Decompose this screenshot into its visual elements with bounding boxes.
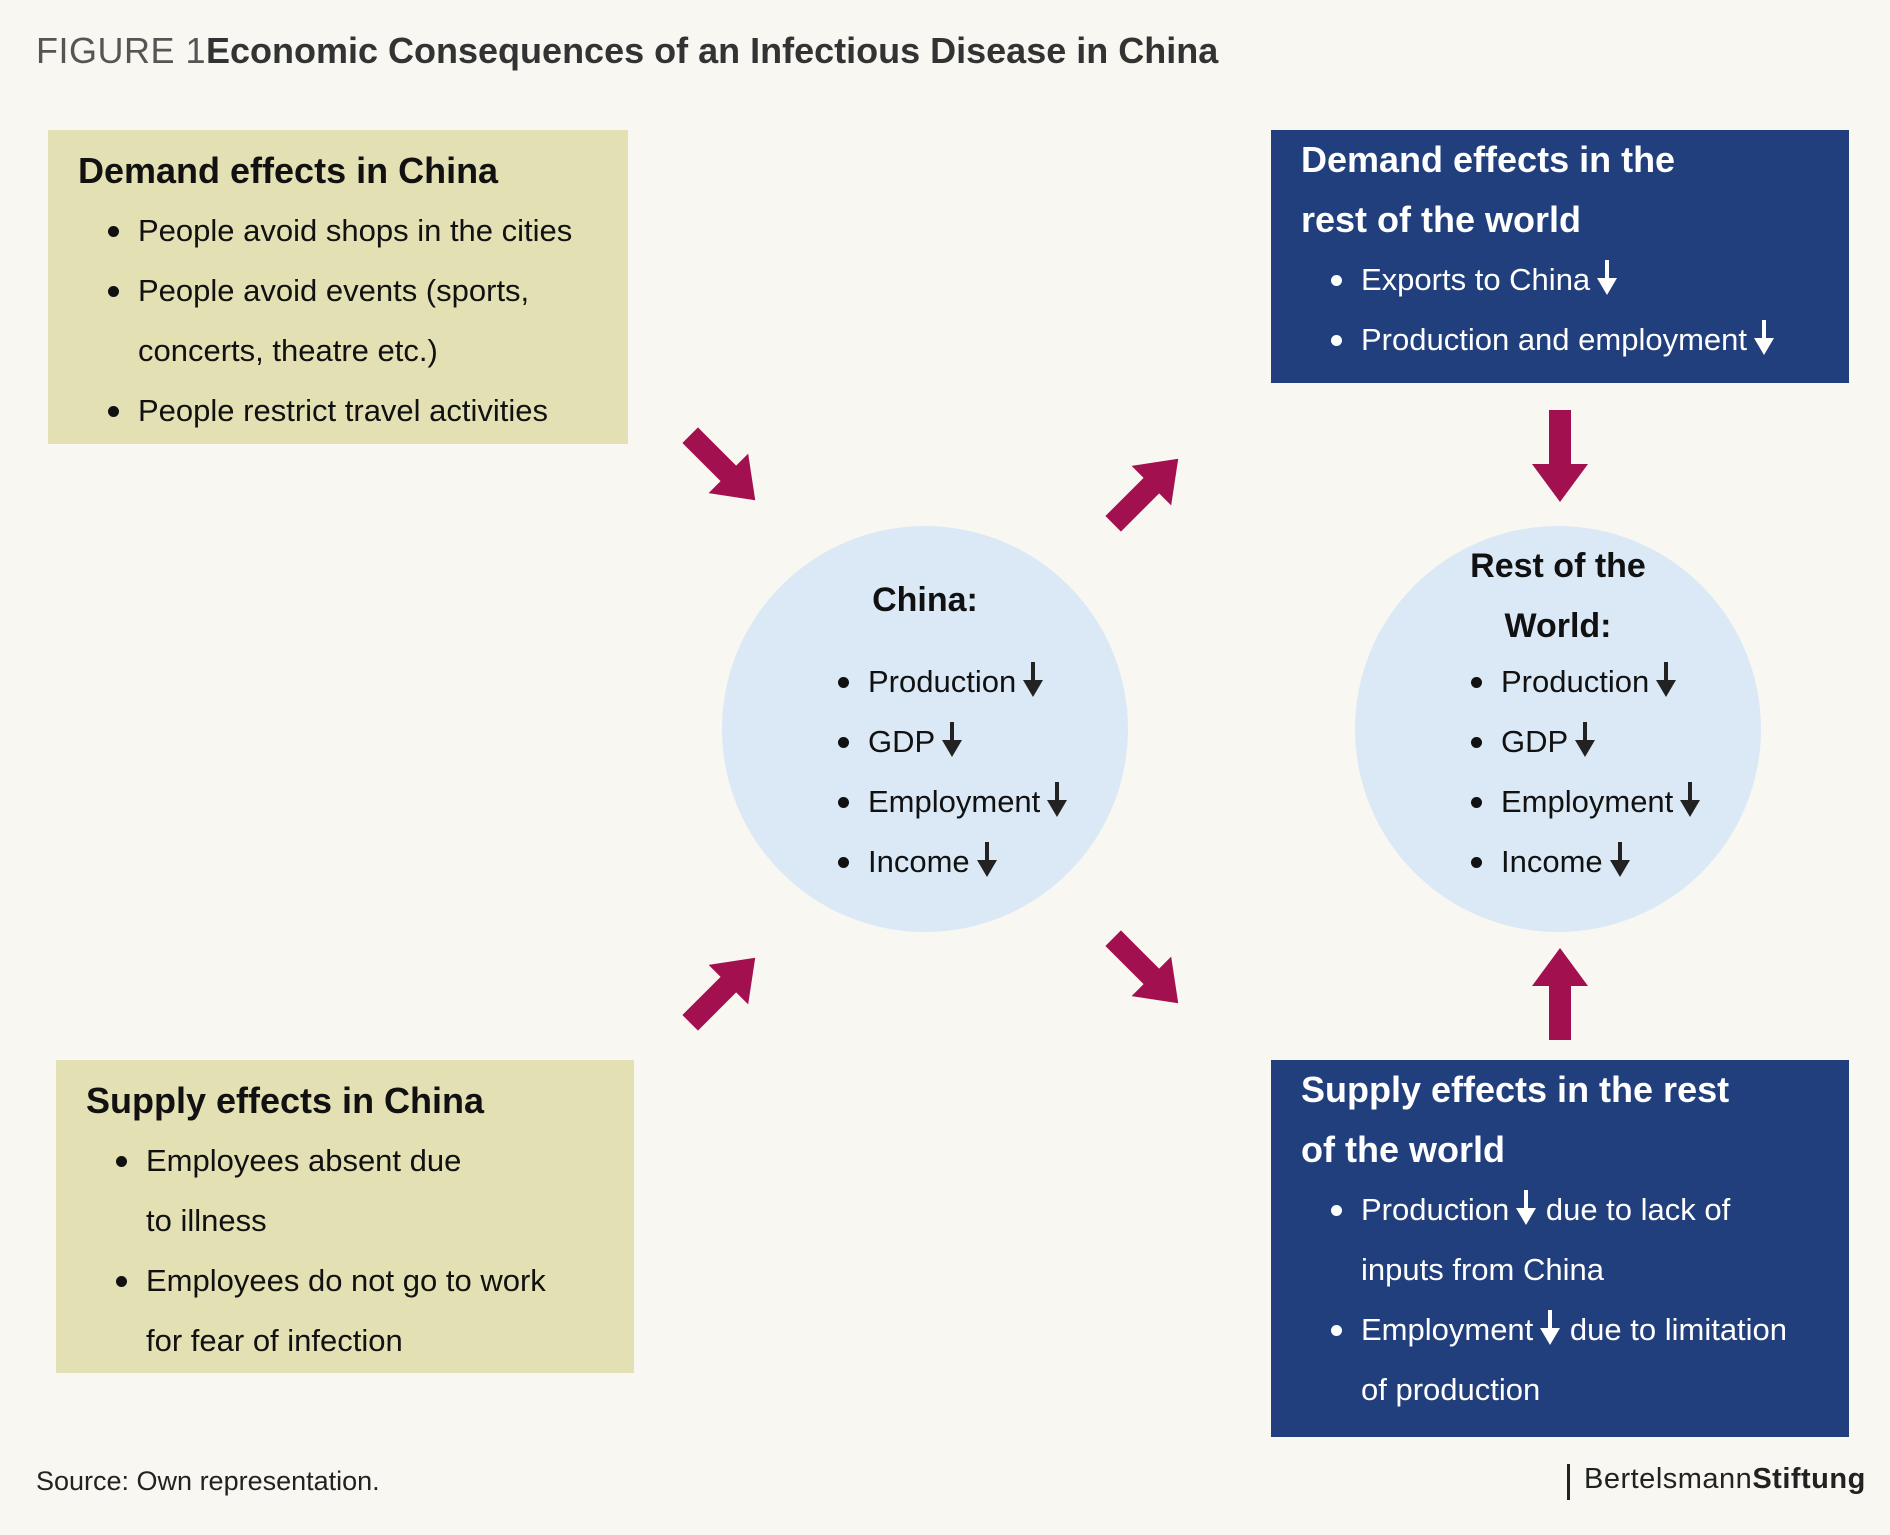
arrow-demand-to-china [670,415,776,521]
arrow-demand-world-to-world [1532,410,1588,502]
list-item-text: Employment [868,784,1041,819]
list-item-continuation: of production [1361,1372,1541,1407]
list-item-text: Production [868,664,1017,699]
down-arrow-icon [1597,260,1618,295]
down-arrow-icon [1754,320,1775,355]
list-item: GDP [837,712,1068,772]
list-item-continuation: inputs from China [1361,1252,1604,1287]
list-item-text: Income [868,844,970,879]
demand-china-list: People avoid shops in the cities People … [78,201,628,441]
china-circle-title: China: [872,581,978,619]
down-arrow-icon [1680,782,1701,817]
world-circle: Rest of the World: Production GDP Employ… [1355,526,1761,932]
brand-bold: Stiftung [1752,1463,1866,1495]
source-note: Source: Own representation. [36,1466,380,1496]
list-item: Employees absent due [116,1131,634,1191]
supply-china-list: Employees absent due to illness Employee… [86,1131,634,1371]
demand-world-box: Demand effects in the rest of the world … [1271,130,1849,383]
list-item-text: due to lack of [1545,1192,1731,1227]
brand-regular: Bertelsmann [1584,1463,1753,1495]
list-item-continuation: concerts, theatre etc.) [138,333,438,368]
china-circle-list: Production GDP Employment Income [837,652,1068,892]
down-arrow-icon [1656,662,1677,697]
list-item: People avoid events (sports, [108,261,628,321]
list-item: Income [837,832,1068,892]
supply-world-title-line2: of the world [1301,1129,1505,1170]
supply-china-title: Supply effects in China [86,1080,485,1121]
list-item: Production [1470,652,1701,712]
list-item-text: GDP [868,724,936,759]
supply-china-box: Supply effects in China Employees absent… [56,1060,634,1373]
list-item: Production due to lack of [1331,1180,1849,1240]
figure-title: Economic Consequences of an Infectious D… [206,30,1219,71]
arrow-china-to-supply-world [1093,918,1199,1024]
arrow-supply-world-to-world [1532,948,1588,1040]
list-item: Employment [837,772,1068,832]
list-item-text: Production and employment [1361,322,1748,357]
down-arrow-icon [1023,662,1044,697]
demand-world-list: Exports to China Production and employme… [1301,250,1849,370]
list-item: Employees do not go to work [116,1251,634,1311]
list-item: Exports to China [1331,250,1849,310]
list-item-text: Employment [1361,1312,1534,1347]
list-item: GDP [1470,712,1701,772]
list-item: Income [1470,832,1701,892]
down-arrow-icon [1575,722,1596,757]
brand-logo: BertelsmannStiftung [1584,1463,1866,1496]
list-item: Production [837,652,1068,712]
list-item: People avoid shops in the cities [108,201,628,261]
down-arrow-icon [942,722,963,757]
list-item-continuation: to illness [146,1203,267,1238]
figure-label: FIGURE 1: [36,30,217,71]
list-item-text: Exports to China [1361,262,1591,297]
list-item-text: GDP [1501,724,1569,759]
china-circle: China: Production GDP Employment Income [722,526,1128,932]
list-item-continuation: for fear of infection [146,1323,403,1358]
list-item-text: Income [1501,844,1603,879]
list-item-text: Employment [1501,784,1674,819]
list-item-text: Production [1501,664,1650,699]
down-arrow-icon [1609,842,1630,877]
demand-china-title: Demand effects in China [78,150,499,191]
list-item: Production and employment [1331,310,1849,370]
supply-world-title-line1: Supply effects in the rest [1301,1069,1730,1110]
list-item-text: Production [1361,1192,1510,1227]
list-item: Employment [1470,772,1701,832]
list-item: People restrict travel activities [108,381,628,441]
demand-china-box: Demand effects in China People avoid sho… [48,130,628,444]
list-item-text: due to limitation [1569,1312,1788,1347]
demand-world-title-line1: Demand effects in the [1301,139,1676,180]
world-circle-list: Production GDP Employment Income [1470,652,1701,892]
world-circle-title-line2: World: [1504,607,1612,645]
supply-world-box: Supply effects in the rest of the world … [1271,1060,1849,1437]
down-arrow-icon [976,842,997,877]
list-item: Employment due to limitation [1331,1300,1849,1360]
down-arrow-icon [1516,1190,1537,1225]
down-arrow-icon [1047,782,1068,817]
world-circle-title-line1: Rest of the [1470,547,1646,585]
brand-divider [1567,1464,1570,1500]
demand-world-title-line2: rest of the world [1301,199,1582,240]
arrow-supply-to-china [670,937,776,1043]
supply-world-list: Production due to lack of inputs from Ch… [1301,1180,1849,1420]
down-arrow-icon [1540,1310,1561,1345]
arrow-china-to-demand-world [1093,438,1199,544]
